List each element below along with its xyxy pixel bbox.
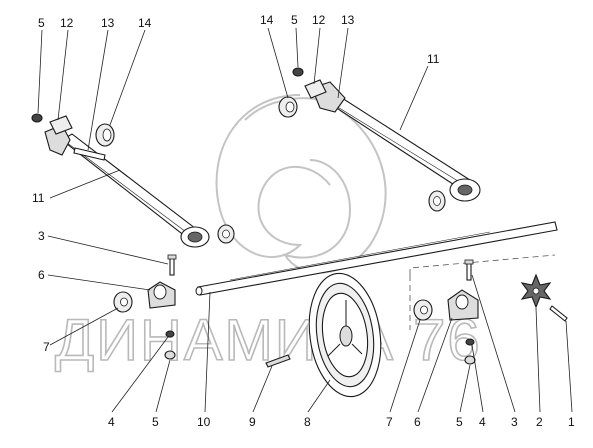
callout-bottom-5-right: 5 bbox=[456, 415, 463, 429]
pulley-wheel bbox=[308, 272, 382, 398]
callout-labels: 5 12 13 14 14 5 12 13 11 11 3 6 7 4 5 10… bbox=[32, 13, 575, 429]
callout-bottom-3: 3 bbox=[511, 415, 518, 429]
callout-top-left-13: 13 bbox=[101, 16, 115, 30]
right-nut bbox=[292, 67, 304, 77]
right-bolt-3 bbox=[466, 261, 472, 281]
right-clamp-half bbox=[304, 79, 327, 99]
left-arm-assembly bbox=[31, 113, 235, 248]
callout-bottom-6: 6 bbox=[414, 415, 421, 429]
callout-arm-right-11: 11 bbox=[427, 52, 440, 66]
main-shaft bbox=[195, 221, 558, 296]
right-tie-rod bbox=[331, 97, 471, 191]
key-9 bbox=[265, 354, 291, 368]
right-bearing-group bbox=[413, 259, 479, 365]
callout-bottom-4-left: 4 bbox=[108, 415, 115, 429]
callout-bottom-7: 7 bbox=[386, 415, 393, 429]
callout-top-right-13: 13 bbox=[341, 13, 355, 27]
right-washer bbox=[465, 338, 475, 346]
callout-arm-left-11: 11 bbox=[32, 191, 45, 205]
left-bearing-group bbox=[113, 254, 177, 360]
callout-top-right-14: 14 bbox=[260, 13, 274, 27]
left-nut bbox=[31, 113, 43, 123]
callout-top-left-14: 14 bbox=[138, 16, 152, 30]
callout-top-left-12: 12 bbox=[60, 16, 74, 30]
left-washer bbox=[165, 330, 175, 338]
callout-bottom-5-left: 5 bbox=[152, 415, 159, 429]
callout-top-right-5: 5 bbox=[291, 13, 298, 27]
left-bolt-13 bbox=[73, 147, 106, 161]
callout-top-right-12: 12 bbox=[312, 13, 326, 27]
left-clamp-half bbox=[49, 115, 73, 135]
callout-bottom-1: 1 bbox=[568, 415, 575, 429]
callout-top-left-5: 5 bbox=[38, 16, 45, 30]
bolt-1 bbox=[549, 305, 568, 322]
callout-bottom-2: 2 bbox=[536, 415, 543, 429]
right-arm-assembly bbox=[278, 67, 481, 212]
right-bottom-nut bbox=[464, 355, 476, 365]
callout-bottom-9: 9 bbox=[249, 415, 256, 429]
callout-side-left-6: 6 bbox=[38, 268, 45, 282]
left-bolt-3 bbox=[169, 256, 175, 276]
callout-side-left-3: 3 bbox=[38, 229, 45, 243]
callout-bottom-8: 8 bbox=[304, 415, 311, 429]
sprocket-2 bbox=[520, 273, 552, 309]
leader-lines bbox=[37, 27, 573, 413]
callout-bottom-4-right: 4 bbox=[479, 415, 486, 429]
callout-bottom-10: 10 bbox=[197, 415, 211, 429]
left-bottom-nut bbox=[164, 350, 176, 360]
alignment-dashed-line bbox=[409, 254, 556, 275]
callout-side-left-7: 7 bbox=[43, 340, 50, 354]
